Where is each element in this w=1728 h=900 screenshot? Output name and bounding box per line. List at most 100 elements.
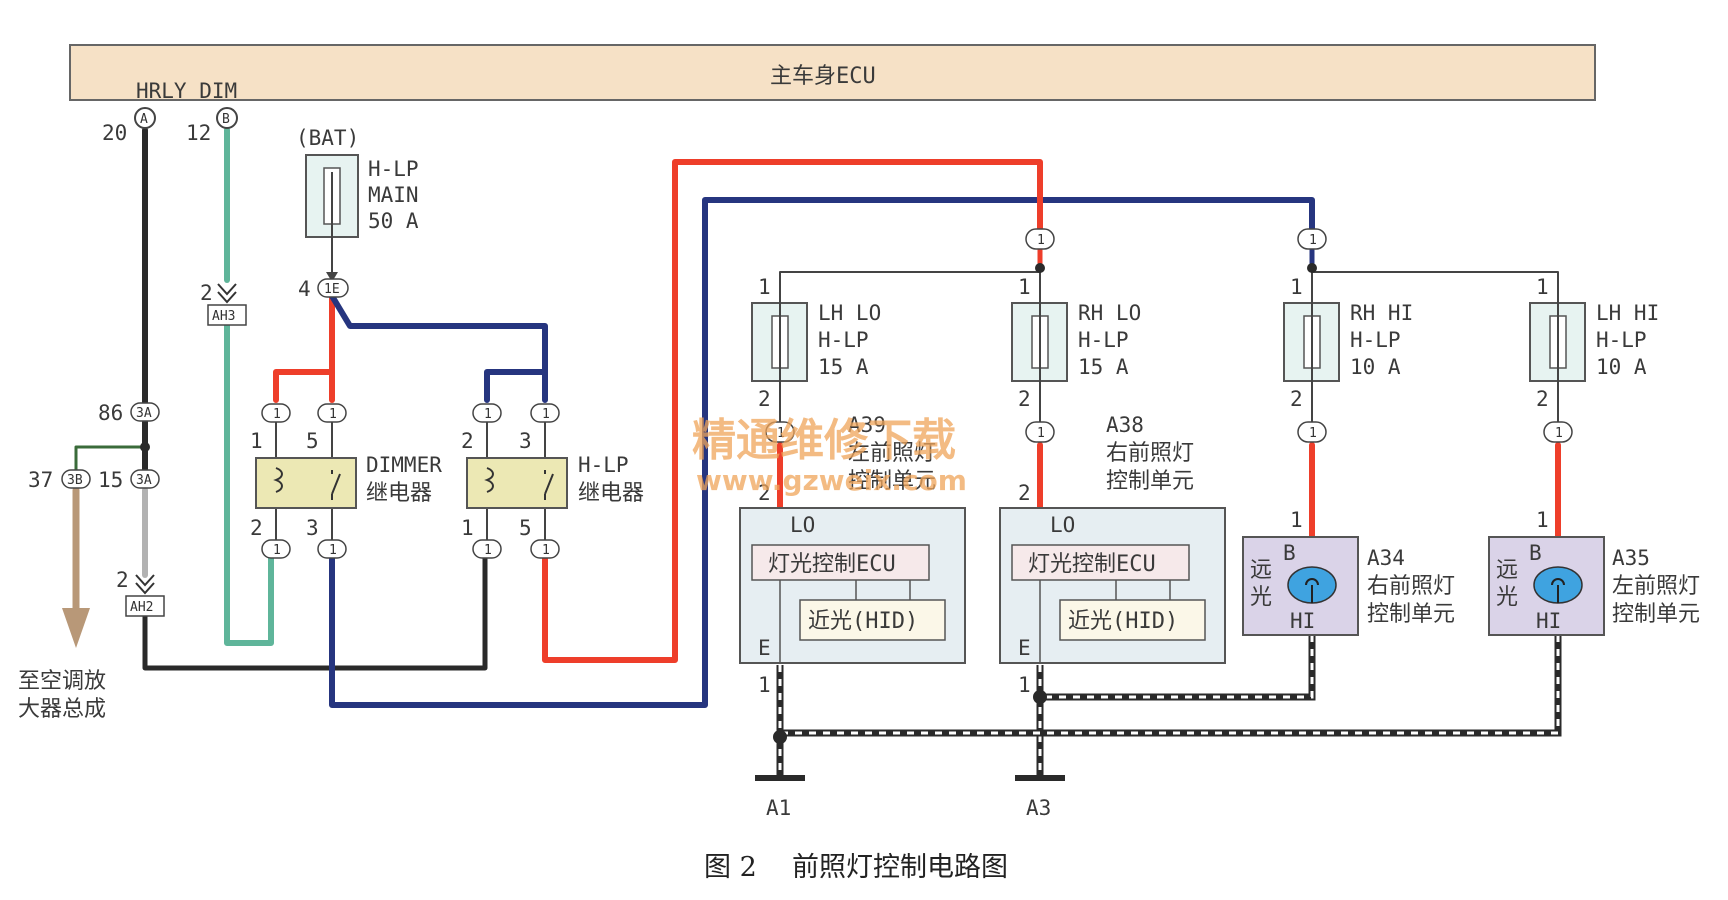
a35-b: B xyxy=(1529,541,1542,565)
hlp-relay-box xyxy=(466,457,568,509)
wire-green-dim-2 xyxy=(224,319,274,646)
connector-ah3-pin: 2 xyxy=(200,281,213,305)
fuse1-l3: 15 A xyxy=(818,355,869,379)
fuse3-top: 1 xyxy=(1290,275,1303,299)
junction-86-15 xyxy=(140,442,150,452)
a39-e: E xyxy=(758,636,771,660)
svg-text:1: 1 xyxy=(484,407,492,422)
pin-86: 86 xyxy=(98,401,123,425)
a34-b: B xyxy=(1283,541,1296,565)
ground-junction-a3 xyxy=(1033,690,1047,704)
a38-e-pin: 1 xyxy=(1018,673,1031,697)
wire-blue-hlp-bridge xyxy=(484,369,548,403)
a35-v1: 远 xyxy=(1496,558,1518,583)
aircon-label-2: 大器总成 xyxy=(18,697,106,722)
svg-text:1: 1 xyxy=(1037,233,1045,248)
junction-hi xyxy=(1307,263,1317,273)
fuse-lh-lo xyxy=(751,302,808,382)
fuse2-l1: RH LO xyxy=(1078,301,1141,325)
a39-lo: LO xyxy=(790,513,815,537)
svg-text:1: 1 xyxy=(1309,233,1317,248)
a34-code: A34 xyxy=(1367,546,1405,570)
svg-text:1: 1 xyxy=(1555,426,1563,441)
a39-name1: 左前照灯 xyxy=(848,441,936,466)
connector-ah2-pin: 2 xyxy=(116,568,129,592)
a38-lo: LO xyxy=(1050,513,1075,537)
a35-filament xyxy=(1551,578,1565,603)
fuse1-top: 1 xyxy=(758,275,771,299)
a39-hid: 近光(HID) xyxy=(808,609,918,634)
a34-v1: 远 xyxy=(1250,558,1272,583)
caption-fig: 图 2 xyxy=(704,852,757,883)
fuse1-bot: 2 xyxy=(758,387,771,411)
a38-hid: 近光(HID) xyxy=(1068,609,1178,634)
a39-hid-box xyxy=(799,599,946,641)
a39-ecu: 灯光控制ECU xyxy=(768,552,896,577)
fuse-main-name2: MAIN xyxy=(368,183,419,207)
svg-text:1: 1 xyxy=(484,543,492,558)
hlp-pin-3: 3 xyxy=(519,429,532,453)
a34-filament xyxy=(1305,578,1319,603)
hlp-label-1: H-LP xyxy=(578,453,629,477)
wire-blue-hlp-feed xyxy=(329,293,548,403)
dimmer-pin-1: 1 xyxy=(250,429,263,453)
bus-hi xyxy=(1311,271,1559,303)
ecu-pins-label: HRLY DIM xyxy=(136,79,237,103)
a35-name1: 左前照灯 xyxy=(1612,574,1700,599)
main-body-ecu-bar xyxy=(69,44,1596,101)
a34-pin: 1 xyxy=(1290,508,1303,532)
wire-junction-3b xyxy=(74,445,147,472)
fuse4-top: 1 xyxy=(1536,275,1549,299)
fuse-main-name1: H-LP xyxy=(368,157,419,181)
svg-text:AH2: AH2 xyxy=(130,600,153,615)
a35-code: A35 xyxy=(1612,546,1650,570)
dimmer-pin-2: 2 xyxy=(250,516,263,540)
connector-ah2: AH2 xyxy=(125,574,165,617)
fuse3-l1: RH HI xyxy=(1350,301,1413,325)
watermark-url: www.gzweix.com xyxy=(696,464,967,497)
a34-hi: HI xyxy=(1290,609,1315,633)
a35-pin: 1 xyxy=(1536,508,1549,532)
fuse4-l3: 10 A xyxy=(1596,355,1647,379)
a35-hi: HI xyxy=(1536,609,1561,633)
dimmer-relay-coil-icon xyxy=(273,467,283,493)
a38-e: E xyxy=(1018,636,1031,660)
watermark-text: 精通维修下载 xyxy=(692,415,956,466)
svg-text:AH3: AH3 xyxy=(212,309,235,324)
fuse3-l3: 10 A xyxy=(1350,355,1401,379)
ecu-pin-a-number: 20 xyxy=(102,121,127,145)
a35-v2: 光 xyxy=(1496,585,1518,610)
fuse1-l1: LH LO xyxy=(818,301,881,325)
fuse-main-arrow xyxy=(326,272,338,282)
ecu-title: 主车身ECU xyxy=(770,64,876,89)
svg-text:3B: 3B xyxy=(67,473,83,488)
fuse-rh-hi xyxy=(1283,302,1340,382)
hlp-relay-terminals: 1 1 1 1 xyxy=(472,403,560,559)
ecu-pin-b xyxy=(216,107,238,129)
fuse2-l2: H-LP xyxy=(1078,328,1129,352)
junction-lo xyxy=(1035,263,1045,273)
a39-ecu-box xyxy=(751,544,930,581)
svg-text:1E: 1E xyxy=(324,282,340,297)
fuse3-bot: 2 xyxy=(1290,387,1303,411)
caption-title: 前照灯控制电路图 xyxy=(792,852,1008,883)
a38-ecu-box xyxy=(1011,544,1190,581)
a34-name2: 控制单元 xyxy=(1367,602,1455,627)
a35-name2: 控制单元 xyxy=(1612,602,1700,627)
a34-name1: 右前照灯 xyxy=(1367,574,1455,599)
svg-text:1: 1 xyxy=(542,543,550,558)
svg-text:1: 1 xyxy=(273,543,281,558)
fuse-lh-hi xyxy=(1529,302,1586,382)
hlp-pin-5: 5 xyxy=(519,516,532,540)
wire-red-hi xyxy=(542,159,1043,663)
ecu-pin-a-letter: A xyxy=(140,112,148,127)
connector-ah3: AH3 xyxy=(207,283,247,326)
svg-text:1: 1 xyxy=(329,407,337,422)
hlp-relay-switch-icon xyxy=(544,470,554,500)
dimmer-relay-box xyxy=(255,457,357,509)
a39-in-pin: 2 xyxy=(758,481,771,505)
dimmer-relay-switch-icon xyxy=(331,470,341,500)
hlp-pin-1: 1 xyxy=(461,516,474,540)
svg-text:3A: 3A xyxy=(136,473,152,488)
